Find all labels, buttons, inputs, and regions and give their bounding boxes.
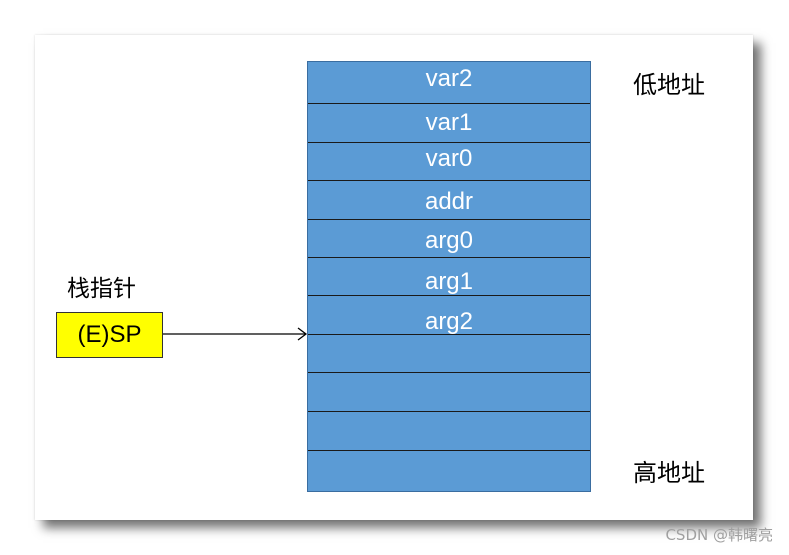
high-address-label: 高地址 bbox=[633, 459, 705, 487]
stack-slot bbox=[308, 412, 590, 451]
stack-slot-label: arg2 bbox=[424, 308, 474, 335]
stack-slot: var0 bbox=[308, 143, 590, 181]
stack-slot: addr bbox=[308, 181, 590, 220]
stack-pointer-title: 栈指针 bbox=[67, 276, 136, 302]
stack-slot: arg2 bbox=[308, 296, 590, 335]
stack-slot-label: var0 bbox=[425, 145, 473, 172]
stack-slot: arg1 bbox=[308, 258, 590, 296]
diagram-canvas: var2 var1 var0 addr arg0 arg1 arg2 bbox=[35, 35, 753, 520]
watermark-text: CSDN @韩曙亮 bbox=[665, 526, 773, 544]
stack-pointer-register-label: (E)SP bbox=[77, 321, 142, 348]
stack-slot: var1 bbox=[308, 104, 590, 143]
stack-memory-block: var2 var1 var0 addr arg0 arg1 arg2 bbox=[307, 61, 591, 492]
low-address-label: 低地址 bbox=[633, 71, 705, 99]
stack-slot: var2 bbox=[308, 62, 590, 104]
stack-slot bbox=[308, 335, 590, 373]
stack-slot bbox=[308, 451, 590, 491]
stack-slot: arg0 bbox=[308, 220, 590, 258]
stack-slot-label: addr bbox=[424, 188, 474, 215]
stack-slot bbox=[308, 373, 590, 412]
stack-slot-label: arg0 bbox=[424, 227, 474, 254]
arrow-head bbox=[297, 327, 308, 341]
stack-slot-label: arg1 bbox=[424, 268, 474, 295]
stack-slot-label: var1 bbox=[425, 109, 473, 136]
stack-slot-label: var2 bbox=[425, 65, 473, 92]
stack-pointer-register-box: (E)SP bbox=[56, 312, 163, 358]
